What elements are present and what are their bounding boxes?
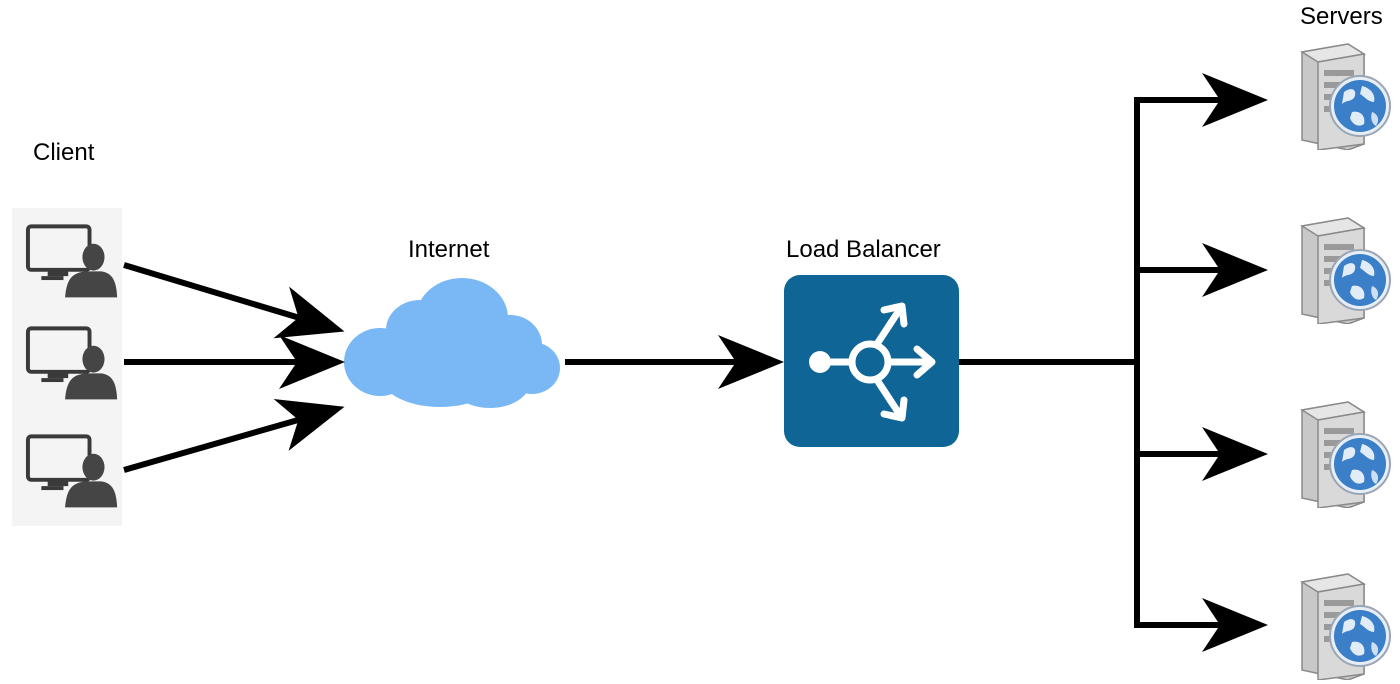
web-server-icon <box>1301 401 1391 508</box>
web-server-icon <box>1301 573 1391 680</box>
cloud-icon <box>344 278 560 408</box>
client-label: Client <box>33 139 95 166</box>
connections <box>123 73 1268 652</box>
internet-label: Internet <box>408 236 490 263</box>
load-balancer-label: Load Balancer <box>786 236 941 263</box>
edge-client-1-internet <box>123 262 345 339</box>
edge-client-3-internet <box>123 398 345 473</box>
server-group <box>1301 43 1391 680</box>
web-server-icon <box>1301 217 1391 324</box>
servers-label: Servers <box>1300 3 1383 30</box>
client-group <box>12 208 122 526</box>
load-balancer-icon <box>784 275 959 447</box>
web-server-icon <box>1301 43 1391 150</box>
